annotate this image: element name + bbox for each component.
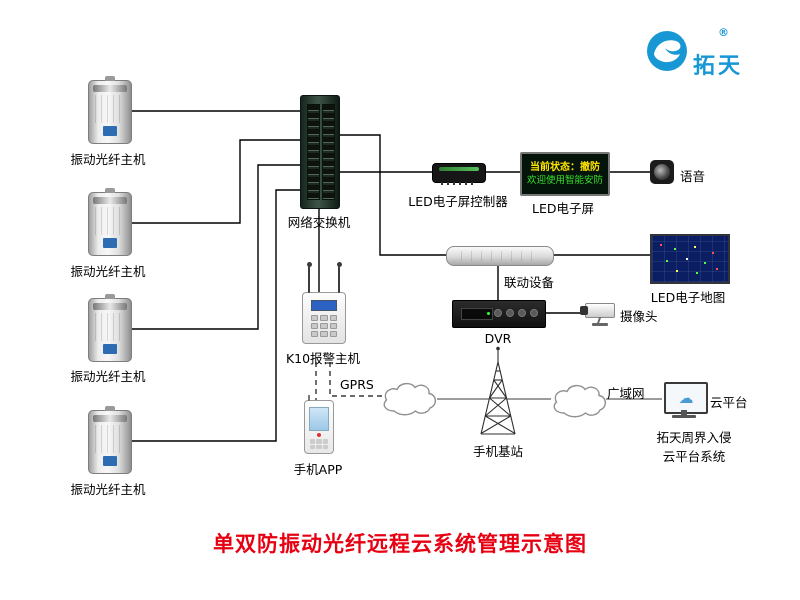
host-ridges <box>95 207 125 235</box>
linkage-device <box>446 246 554 266</box>
host-mount-tab <box>105 76 115 81</box>
voice-speaker-icon <box>650 160 674 184</box>
phone-indicator <box>317 433 321 437</box>
cloud-icon: ☁ <box>678 388 694 407</box>
camera-label: 摄像头 <box>620 309 658 324</box>
brand-logo: ® 拓天 <box>646 26 766 79</box>
monitor-neck <box>681 410 687 415</box>
host-ridges <box>95 313 125 341</box>
fiber-host-2 <box>88 188 132 256</box>
mobile-app-device <box>304 395 334 454</box>
k10-display <box>311 300 337 311</box>
fiber-host-3-label: 振动光纤主机 <box>70 369 146 384</box>
base-station-tower-icon <box>480 346 516 435</box>
host-mount-tab <box>105 406 115 411</box>
fiber-host-4-label: 振动光纤主机 <box>70 482 146 497</box>
voice-label: 语音 <box>680 169 706 184</box>
monitor-base <box>672 415 696 418</box>
host-ridges <box>95 95 125 123</box>
k10-label: K10报警主机 <box>285 351 361 366</box>
dvr-display <box>461 308 493 320</box>
brand-name: 拓天 <box>693 54 744 79</box>
wan-label: 广域网 <box>607 386 645 401</box>
cloud-platform-label: 云平台 <box>710 395 748 410</box>
camera-base <box>592 323 608 326</box>
base-station-label: 手机基站 <box>472 444 523 459</box>
host-mount-tab <box>105 294 115 299</box>
brand-logo-mark-icon <box>647 31 687 71</box>
wire-k10-cloud-gprs <box>329 362 383 397</box>
phone-keys <box>310 439 328 449</box>
network-cloud-1-icon <box>383 382 437 416</box>
mobile-app-label: 手机APP <box>293 462 343 477</box>
led-screen-status-text: 当前状态：撤防 <box>530 161 600 173</box>
fiber-host-3 <box>88 294 132 362</box>
network-cloud-2-icon <box>553 384 607 418</box>
led-map <box>650 234 730 284</box>
antenna-icon <box>306 262 312 293</box>
gprs-label: GPRS <box>340 377 374 392</box>
wire-switch-linkage <box>338 134 446 256</box>
camera-icon <box>580 303 615 318</box>
network-switch-label: 网络交换机 <box>287 215 351 230</box>
wire-host4-switch <box>130 189 300 442</box>
k10-alarm-host <box>302 262 346 344</box>
phone-screen <box>309 407 329 431</box>
led-map-label: LED电子地图 <box>650 290 726 305</box>
led-screen-welcome-text: 欢迎使用智能安防 <box>526 174 603 186</box>
host-ridges <box>95 425 125 453</box>
platform-system-line2: 云平台系统 <box>662 449 726 464</box>
host-mount-tab <box>105 188 115 193</box>
dvr-label: DVR <box>484 331 512 346</box>
dvr-buttons <box>494 309 538 317</box>
wire-host3-switch <box>130 164 300 330</box>
dvr-device <box>452 300 546 328</box>
network-switch <box>300 95 340 209</box>
fiber-host-1-label: 振动光纤主机 <box>70 152 146 167</box>
fiber-host-4 <box>88 406 132 474</box>
switch-port-column <box>307 104 320 200</box>
registered-mark: ® <box>718 26 729 39</box>
wire-host2-switch <box>130 139 300 224</box>
antenna-icon <box>336 262 342 293</box>
switch-port-column <box>322 104 335 200</box>
led-screen-label: LED电子屏 <box>532 201 594 216</box>
platform-system-line1: 拓天周界入侵 <box>656 430 732 445</box>
fiber-host-2-label: 振动光纤主机 <box>70 264 146 279</box>
led-screen-controller <box>432 163 486 185</box>
k10-keypad <box>311 315 337 337</box>
led-screen: 当前状态：撤防 欢迎使用智能安防 <box>520 152 610 196</box>
led-screen-controller-label: LED电子屏控制器 <box>408 194 508 209</box>
linkage-vents <box>461 251 539 261</box>
fiber-host-1 <box>88 76 132 144</box>
diagram-title: 单双防振动光纤远程云系统管理示意图 <box>213 532 587 556</box>
led-map-dots <box>660 244 662 246</box>
linkage-device-label: 联动设备 <box>504 275 555 290</box>
